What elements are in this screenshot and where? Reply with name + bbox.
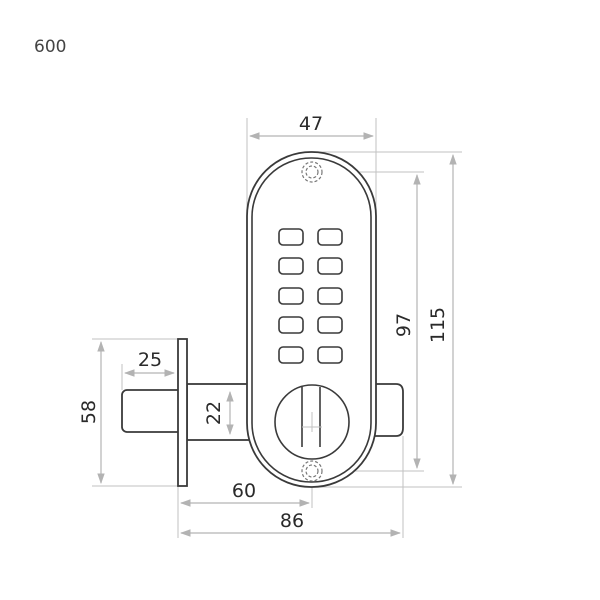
spindle-shaft: [186, 383, 252, 441]
dimension-shaft-height-label: 22: [203, 401, 225, 425]
keypad: [278, 228, 343, 364]
key: [317, 228, 343, 246]
model-label: 600: [34, 37, 66, 57]
key: [317, 287, 343, 305]
dimension-depth-label: 86: [280, 510, 304, 532]
key: [278, 257, 304, 275]
screw-bottom: [301, 460, 323, 482]
key: [278, 316, 304, 334]
key: [278, 228, 304, 246]
keypad-body-inner: [251, 157, 372, 483]
dimension-width-label: 47: [299, 113, 323, 135]
dimension-lines: [97, 132, 457, 537]
dimension-height-label: 115: [427, 307, 449, 343]
dimension-bolt-length-label: 25: [138, 349, 162, 371]
keypad-body: [246, 151, 377, 488]
thumb-turn: [274, 384, 350, 460]
key: [278, 287, 304, 305]
key: [278, 346, 304, 364]
dimension-screw-spacing-label: 97: [393, 313, 415, 337]
dimension-plate-height-label: 58: [78, 400, 100, 424]
key: [317, 346, 343, 364]
key: [317, 257, 343, 275]
dimension-backset-label: 60: [232, 480, 256, 502]
mounting-plate: [177, 338, 188, 487]
latch: [369, 383, 404, 437]
key: [317, 316, 343, 334]
screw-top: [301, 161, 323, 183]
bolt: [121, 389, 183, 433]
